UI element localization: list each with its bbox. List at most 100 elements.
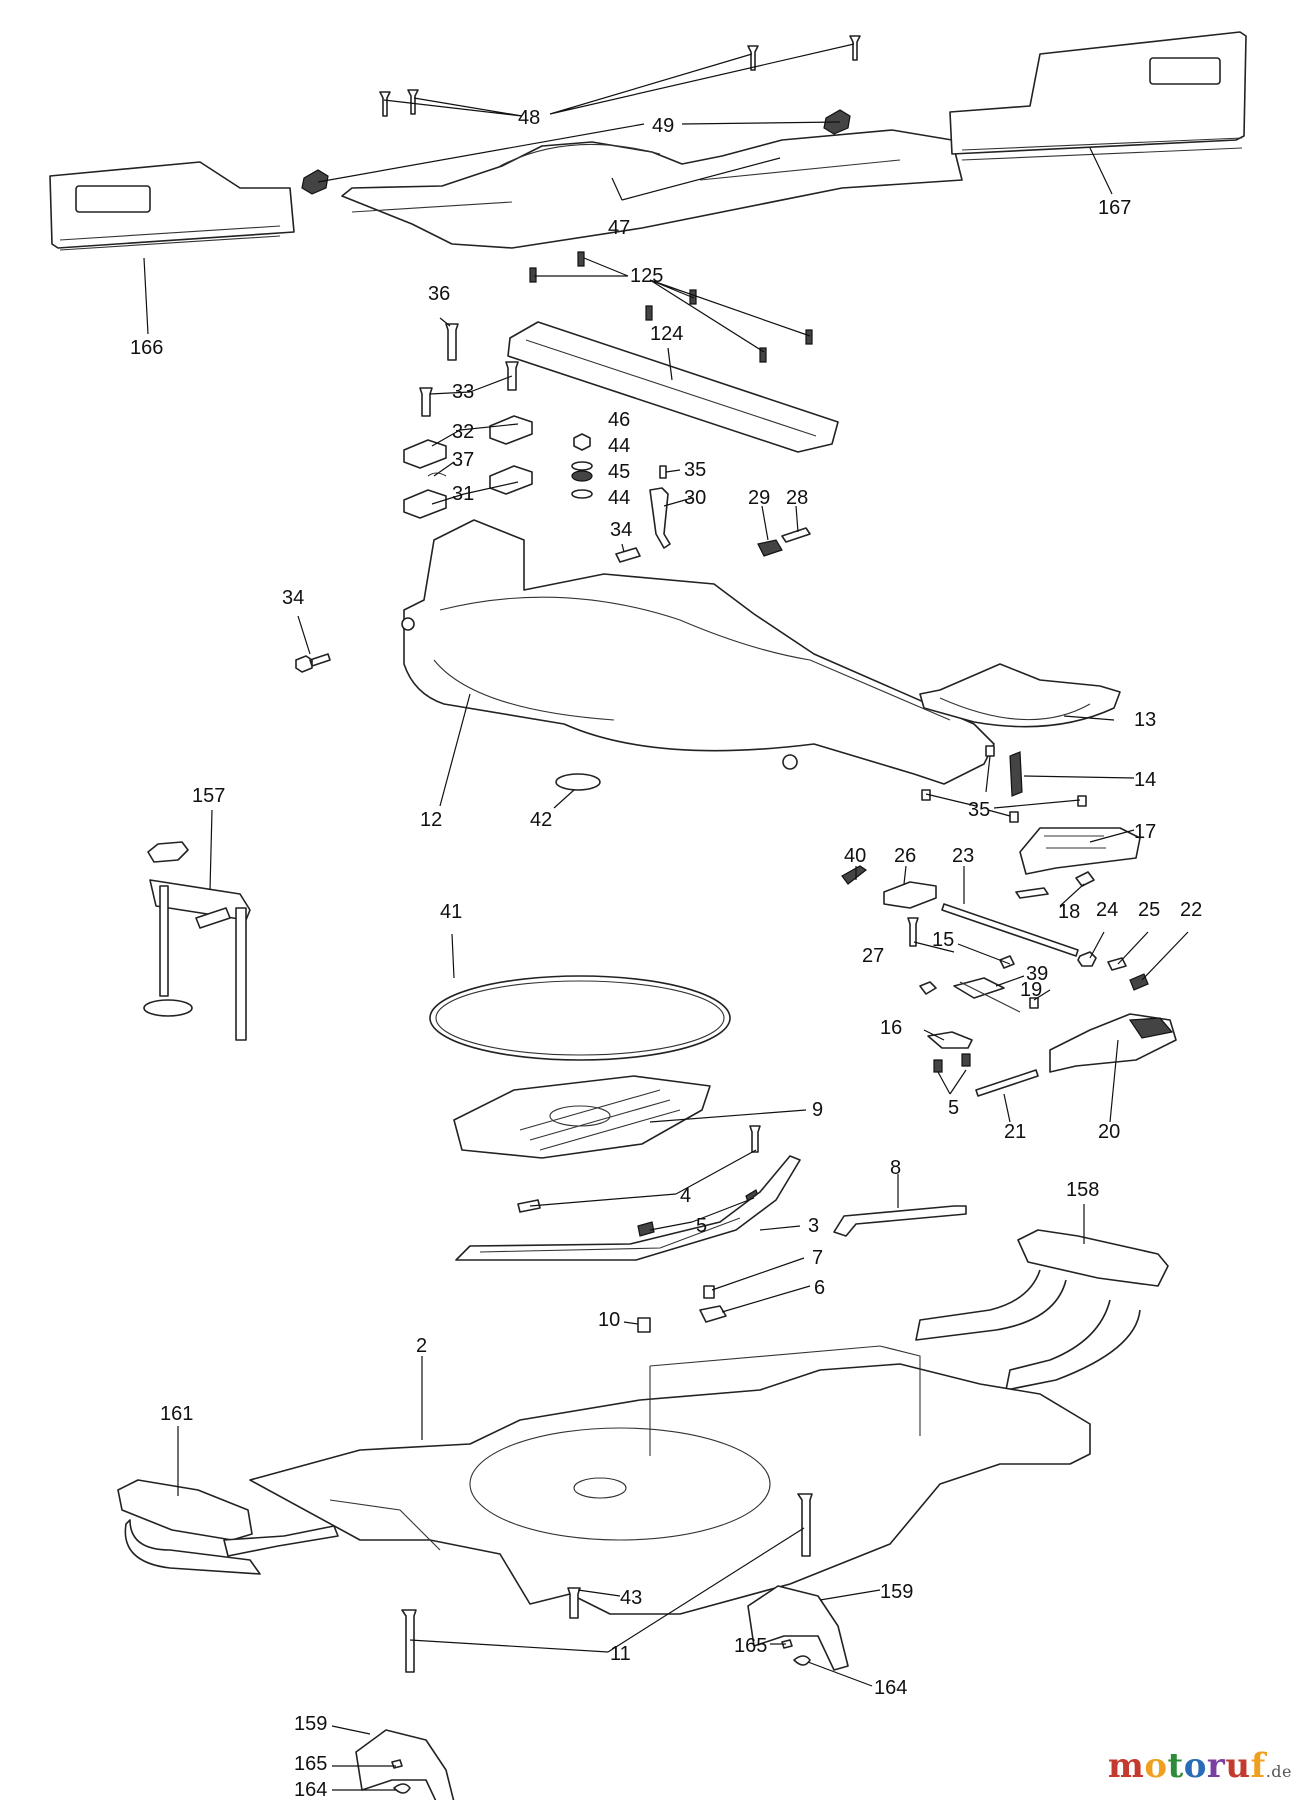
part-label-26: 26 [894, 845, 916, 867]
part-label-13: 13 [1134, 709, 1156, 731]
bracket-26 [883, 881, 937, 909]
part-label-31: 31 [452, 483, 474, 505]
part-label-167: 167 [1098, 197, 1131, 219]
part-label-159-bottom: 159 [294, 1713, 327, 1735]
part-label-10: 10 [598, 1309, 620, 1331]
part-label-8: 8 [890, 1157, 901, 1179]
part-label-9: 9 [812, 1099, 823, 1121]
part-label-5-right: 5 [948, 1097, 959, 1119]
part-label-30: 30 [684, 487, 706, 509]
bushings-24-25-22 [1077, 951, 1149, 991]
rod-23 [941, 903, 1079, 957]
part-label-28: 28 [786, 487, 808, 509]
screw-34-left [295, 653, 331, 673]
part-label-17: 17 [1134, 821, 1156, 843]
part-label-35-lower: 35 [968, 799, 990, 821]
part-label-44: 44 [608, 435, 630, 457]
rod-8 [833, 1205, 967, 1237]
spring-14 [1009, 751, 1023, 797]
fence-extension-left [49, 161, 295, 251]
foot-159-bottom [355, 1729, 455, 1800]
part-labels: 48 49 47 167 166 125 36 124 33 46 44 32 … [130, 107, 1202, 1800]
part-label-32: 32 [452, 421, 474, 443]
fence-extension-right [949, 31, 1247, 161]
part-label-12: 12 [420, 809, 442, 831]
throat-plate-9 [453, 1075, 711, 1159]
part-label-22: 22 [1180, 899, 1202, 921]
part-label-33: 33 [452, 381, 474, 403]
guard-13 [919, 663, 1121, 728]
part-label-6: 6 [814, 1277, 825, 1299]
bevel-scale-3 [455, 1155, 801, 1261]
part-label-23: 23 [952, 845, 974, 867]
bracket-30-screw-35-34 [615, 465, 671, 563]
part-label-20: 20 [1098, 1121, 1120, 1143]
latch-29-28 [757, 527, 811, 557]
bolts-43-11 [401, 1493, 813, 1673]
part-label-15: 15 [932, 929, 954, 951]
table-insert [507, 321, 839, 453]
base-2 [249, 1345, 1091, 1615]
part-label-4: 4 [680, 1185, 691, 1207]
washers-nuts [571, 433, 593, 499]
spring-40 [841, 865, 868, 885]
part-label-165-right: 165 [734, 1635, 767, 1657]
bolts-36-33 [419, 323, 519, 417]
ring-42 [555, 773, 601, 791]
main-fence [341, 129, 963, 249]
part-label-25: 25 [1138, 899, 1160, 921]
leader-lines [143, 43, 1189, 1791]
part-label-164-right: 164 [874, 1677, 907, 1699]
turntable-12 [401, 519, 995, 785]
part-label-48: 48 [518, 107, 540, 129]
carry-handle-158 [915, 1229, 1169, 1391]
handle-20 [1049, 1013, 1177, 1073]
watermark-logo: motoruf.de [1108, 1746, 1292, 1786]
hold-down-clamp-157 [143, 841, 251, 1041]
part-label-47: 47 [608, 217, 630, 239]
part-label-34-left: 34 [282, 587, 304, 609]
part-label-42: 42 [530, 809, 552, 831]
part-label-21: 21 [1004, 1121, 1026, 1143]
carry-handle-161 [117, 1479, 339, 1575]
clips-165-164 [391, 1639, 811, 1794]
part-label-45: 45 [608, 461, 630, 483]
part-label-44-lower: 44 [608, 487, 630, 509]
fence-pins [379, 35, 861, 117]
part-label-14: 14 [1134, 769, 1156, 791]
part-label-34-upper: 34 [610, 519, 632, 541]
lever-39 [919, 955, 1039, 1013]
part-label-7: 7 [812, 1247, 823, 1269]
clamps-32-31 [403, 415, 533, 519]
screws-35 [921, 745, 1087, 823]
part-label-46: 46 [608, 409, 630, 431]
part-label-124: 124 [650, 323, 683, 345]
part-label-27: 27 [862, 945, 884, 967]
screws-4-5 [517, 1125, 761, 1237]
part-label-125: 125 [630, 265, 663, 287]
part-label-159-right: 159 [880, 1581, 913, 1603]
part-label-43: 43 [620, 1587, 642, 1609]
part-label-3: 3 [808, 1215, 819, 1237]
part-label-40: 40 [844, 845, 866, 867]
lock-mechanism-17 [1015, 827, 1141, 899]
ring-41 [429, 975, 731, 1061]
part-label-41: 41 [440, 901, 462, 923]
part-label-157: 157 [192, 785, 225, 807]
part-label-165-bottom: 165 [294, 1753, 327, 1775]
pin-27 [907, 917, 919, 947]
part-label-49: 49 [652, 115, 674, 137]
part-label-18: 18 [1058, 901, 1080, 923]
part-label-16: 16 [880, 1017, 902, 1039]
part-label-36: 36 [428, 283, 450, 305]
part-label-24: 24 [1096, 899, 1118, 921]
foot-159-right [747, 1585, 849, 1671]
part-label-11: 11 [610, 1643, 631, 1665]
screws-5 [933, 1053, 971, 1073]
plate-16 [927, 1031, 973, 1049]
part-label-5-center: 5 [696, 1215, 707, 1237]
part-label-19: 19 [1020, 979, 1042, 1001]
watermark-domain: .de [1265, 1762, 1292, 1781]
part-label-37: 37 [452, 449, 474, 471]
